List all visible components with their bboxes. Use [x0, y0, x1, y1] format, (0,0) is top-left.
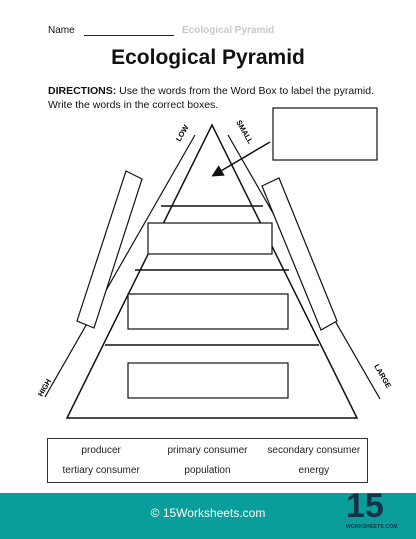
axis-label-small: SMALL [234, 119, 255, 146]
answer-box-tier-4[interactable] [127, 362, 289, 399]
name-label: Name [48, 25, 75, 36]
footer-copyright[interactable]: © 15Worksheets.com [150, 506, 266, 520]
directions-text: Use the words from the Word Box to label… [48, 85, 375, 111]
axis-label-low: LOW [174, 123, 191, 143]
word-box-item: energy [298, 464, 330, 476]
name-field[interactable] [84, 35, 174, 36]
axis-label-large: LARGE [372, 363, 393, 390]
answer-box-top[interactable] [272, 107, 378, 161]
answer-box-right-side[interactable] [261, 177, 338, 331]
word-box-item: secondary consumer [267, 445, 361, 457]
answer-box-left-side[interactable] [76, 170, 143, 329]
logo-number: 15 [346, 487, 384, 525]
worksheet-header-title: Ecological Pyramid [182, 25, 275, 36]
word-box-item: producer [81, 445, 121, 457]
word-box-item: population [184, 464, 231, 476]
logo-subtext: WORKSHEETS.COM [346, 524, 398, 530]
answer-box-tier-2[interactable] [147, 222, 273, 255]
left-axis-line [44, 134, 196, 398]
page-title: Ecological Pyramid [111, 46, 305, 69]
footer-bar [0, 493, 416, 539]
directions-label: DIRECTIONS: [48, 85, 117, 97]
site-logo[interactable]: 15 WORKSHEETS.COM [346, 486, 398, 532]
word-box-item: primary consumer [167, 445, 248, 457]
answer-box-tier-3[interactable] [127, 293, 289, 330]
word-box-item: tertiary consumer [62, 464, 140, 476]
word-box: producer primary consumer secondary cons… [47, 438, 368, 483]
directions: DIRECTIONS: Use the words from the Word … [48, 84, 388, 112]
